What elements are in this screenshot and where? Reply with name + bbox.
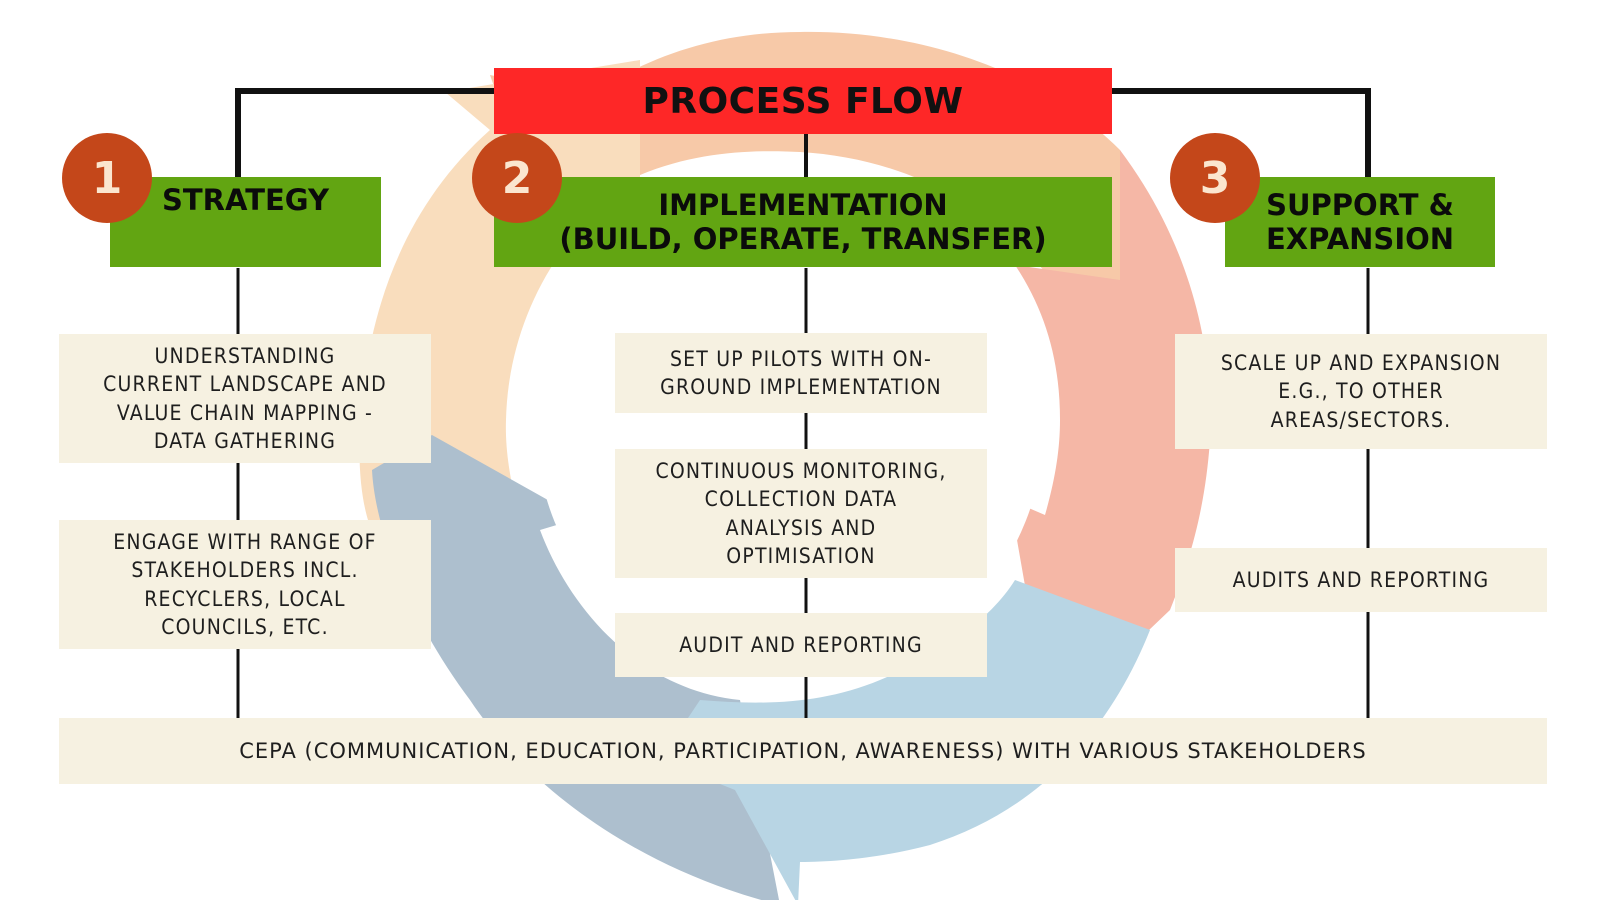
implementation-step-set-up-pilots: SET UP PILOTS WITH ON- GROUND IMPLEMENTA… xyxy=(615,333,987,413)
step-line: GROUND IMPLEMENTATION xyxy=(660,375,942,399)
cycle-arrow-right xyxy=(1010,150,1211,715)
step-line: COUNCILS, ETC. xyxy=(161,615,329,639)
phase-2-title-line-2: (BUILD, OPERATE, TRANSFER) xyxy=(559,222,1047,256)
phase-2-title-line-1: IMPLEMENTATION xyxy=(658,188,948,222)
connector-title-to-support xyxy=(1112,88,1371,178)
phase-3-number-badge: 3 xyxy=(1170,133,1260,223)
strategy-step-engage-stakeholders: ENGAGE WITH RANGE OF STAKEHOLDERS INCL. … xyxy=(59,520,431,649)
step-line: E.G., TO OTHER xyxy=(1278,379,1444,404)
phase-3-header-support-expansion: SUPPORT & EXPANSION xyxy=(1225,177,1495,267)
phase-1-number: 1 xyxy=(91,152,123,204)
step-line: VALUE CHAIN MAPPING - xyxy=(116,400,374,425)
step-line: SCALE UP AND EXPANSION xyxy=(1220,350,1502,375)
cepa-footer-bar: CEPA (COMMUNICATION, EDUCATION, PARTICIP… xyxy=(59,718,1547,784)
step-line: ENGAGE WITH RANGE OF xyxy=(113,529,377,554)
step-line: ANALYSIS AND xyxy=(725,515,877,540)
step-line: AUDITS AND REPORTING xyxy=(1232,567,1490,592)
implementation-step-audit-reporting: AUDIT AND REPORTING xyxy=(615,613,987,677)
step-line: OPTIMISATION xyxy=(726,544,876,568)
step-line: COLLECTION DATA xyxy=(704,487,898,511)
process-flow-title: PROCESS FLOW xyxy=(494,68,1112,134)
cepa-footer-text: CEPA (COMMUNICATION, EDUCATION, PARTICIP… xyxy=(239,739,1367,763)
implementation-step-continuous-monitoring: CONTINUOUS MONITORING, COLLECTION DATA A… xyxy=(615,449,987,578)
support-step-audits-reporting: AUDITS AND REPORTING xyxy=(1175,548,1547,612)
step-line: CONTINUOUS MONITORING, xyxy=(655,458,947,483)
step-line: STAKEHOLDERS INCL. xyxy=(131,558,359,582)
phase-2-header-implementation: IMPLEMENTATION (BUILD, OPERATE, TRANSFER… xyxy=(494,177,1112,267)
step-line: AUDIT AND REPORTING xyxy=(679,632,923,657)
step-line: AREAS/SECTORS. xyxy=(1270,407,1452,432)
phase-1-header-strategy: STRATEGY xyxy=(110,177,381,267)
step-line: UNDERSTANDING xyxy=(154,343,336,368)
phase-1-title-line-1: STRATEGY xyxy=(162,183,329,217)
phase-3-title-line-2: EXPANSION xyxy=(1265,222,1455,256)
connector-title-to-strategy xyxy=(235,88,494,178)
support-step-scale-up-expansion: SCALE UP AND EXPANSION E.G., TO OTHER AR… xyxy=(1175,334,1547,449)
step-line: SET UP PILOTS WITH ON- xyxy=(669,346,933,371)
phase-3-title-line-1: SUPPORT & xyxy=(1266,188,1454,222)
phase-2-number: 2 xyxy=(501,152,533,204)
step-line: CURRENT LANDSCAPE AND xyxy=(103,372,387,396)
process-flow-title-text: PROCESS FLOW xyxy=(642,80,964,122)
step-line: DATA GATHERING xyxy=(153,429,337,453)
phase-1-number-badge: 1 xyxy=(62,133,152,223)
phase-2-number-badge: 2 xyxy=(472,133,562,223)
step-line: RECYCLERS, LOCAL xyxy=(144,586,346,611)
strategy-step-understanding-landscape: UNDERSTANDING CURRENT LANDSCAPE AND VALU… xyxy=(59,334,431,463)
phase-3-number: 3 xyxy=(1199,152,1231,204)
